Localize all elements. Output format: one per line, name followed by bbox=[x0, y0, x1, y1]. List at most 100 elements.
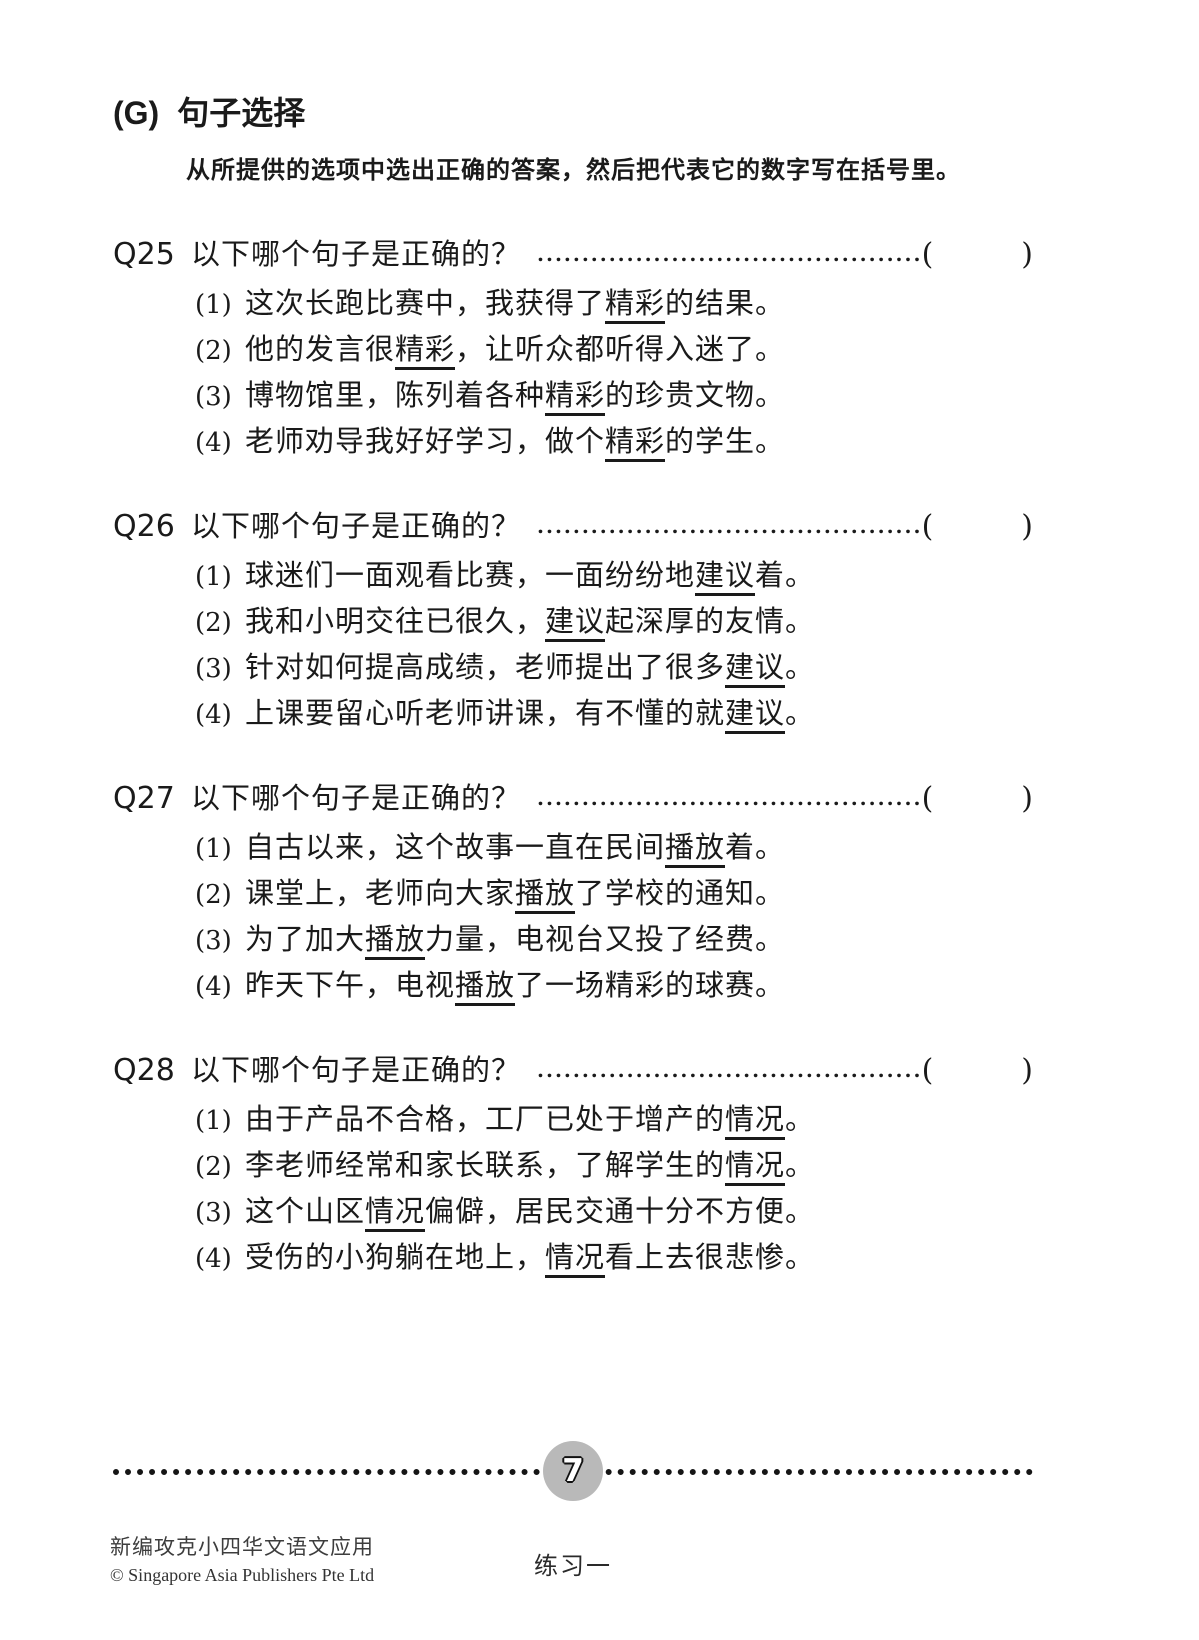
option-text: 我和小明交往已很久，建议起深厚的友情。 bbox=[245, 599, 815, 643]
option-text: 这个山区情况偏僻，居民交通十分不方便。 bbox=[245, 1189, 815, 1233]
options-list: (1) 自古以来，这个故事一直在民间播放着。 (2) 课堂上，老师向大家播放了学… bbox=[113, 825, 1039, 1009]
section-title: 句子选择 bbox=[177, 95, 306, 131]
option-row: (3) 针对如何提高成绩，老师提出了很多建议。 bbox=[195, 645, 1039, 691]
option-number: (4) bbox=[195, 1244, 232, 1274]
option-number: (2) bbox=[195, 608, 232, 638]
options-list: (1) 球迷们一面观看比赛，一面纷纷地建议着。 (2) 我和小明交往已很久，建议… bbox=[113, 553, 1039, 737]
option-pre: 为了加大 bbox=[245, 922, 366, 956]
option-text: 针对如何提高成绩，老师提出了很多建议。 bbox=[245, 645, 815, 689]
option-row: (3) 博物馆里，陈列着各种精彩的珍贵文物。 bbox=[195, 373, 1039, 419]
option-row: (1) 这次长跑比赛中，我获得了精彩的结果。 bbox=[195, 281, 1039, 327]
dotted-leader: ........................................… bbox=[537, 242, 922, 266]
option-number: (1) bbox=[195, 834, 232, 864]
option-post: ，让听众都听得入迷了。 bbox=[455, 332, 786, 366]
option-underlined-word: 播放 bbox=[455, 968, 516, 1006]
answer-paren-open: ( bbox=[921, 1053, 934, 1088]
option-post: 偏僻，居民交通十分不方便。 bbox=[425, 1194, 816, 1228]
option-row: (3) 这个山区情况偏僻，居民交通十分不方便。 bbox=[195, 1189, 1039, 1235]
option-pre: 受伤的小狗躺在地上， bbox=[245, 1240, 546, 1274]
option-row: (4) 受伤的小狗躺在地上，情况看上去很悲惨。 bbox=[195, 1235, 1039, 1281]
option-text: 受伤的小狗躺在地上，情况看上去很悲惨。 bbox=[245, 1235, 815, 1279]
option-number: (2) bbox=[195, 336, 232, 366]
option-pre: 老师劝导我好好学习，做个 bbox=[245, 424, 606, 458]
question-block: Q26 以下哪个句子是正确的？ ........................… bbox=[113, 503, 1039, 737]
credits: 新编攻克小四华文语文应用 © Singapore Asia Publishers… bbox=[110, 1532, 374, 1589]
option-text: 由于产品不合格，工厂已处于增产的情况。 bbox=[245, 1097, 815, 1141]
option-post: 起深厚的友情。 bbox=[605, 604, 816, 638]
option-post: 了学校的通知。 bbox=[575, 876, 786, 910]
option-pre: 自古以来，这个故事一直在民间 bbox=[245, 830, 666, 864]
answer-paren-open: ( bbox=[921, 781, 934, 816]
option-pre: 课堂上，老师向大家 bbox=[245, 876, 516, 910]
option-pre: 李老师经常和家长联系，了解学生的 bbox=[245, 1148, 726, 1182]
option-pre: 针对如何提高成绩，老师提出了很多 bbox=[245, 650, 726, 684]
option-underlined-word: 播放 bbox=[515, 876, 576, 914]
question-row: Q28 以下哪个句子是正确的？ ........................… bbox=[113, 1047, 1033, 1089]
option-text: 这次长跑比赛中，我获得了精彩的结果。 bbox=[245, 281, 785, 325]
option-text: 他的发言很精彩，让听众都听得入迷了。 bbox=[245, 327, 785, 371]
answer-paren-open: ( bbox=[921, 237, 934, 272]
option-text: 自古以来，这个故事一直在民间播放着。 bbox=[245, 825, 785, 869]
option-pre: 这个山区 bbox=[245, 1194, 366, 1228]
option-row: (1) 由于产品不合格，工厂已处于增产的情况。 bbox=[195, 1097, 1039, 1143]
option-pre: 他的发言很 bbox=[245, 332, 396, 366]
option-post: 了一场精彩的球赛。 bbox=[515, 968, 786, 1002]
option-row: (2) 他的发言很精彩，让听众都听得入迷了。 bbox=[195, 327, 1039, 373]
page-number-badge: 7 bbox=[543, 1441, 603, 1501]
option-underlined-word: 建议 bbox=[725, 650, 786, 688]
options-list: (1) 这次长跑比赛中，我获得了精彩的结果。 (2) 他的发言很精彩，让听众都听… bbox=[113, 281, 1039, 465]
answer-paren-close: ) bbox=[1021, 1053, 1033, 1088]
option-pre: 我和小明交往已很久， bbox=[245, 604, 546, 638]
option-number: (4) bbox=[195, 972, 232, 1002]
option-text: 为了加大播放力量，电视台又投了经费。 bbox=[245, 917, 785, 961]
option-text: 球迷们一面观看比赛，一面纷纷地建议着。 bbox=[245, 553, 815, 597]
option-row: (1) 自古以来，这个故事一直在民间播放着。 bbox=[195, 825, 1039, 871]
option-post: 看上去很悲惨。 bbox=[605, 1240, 816, 1274]
option-text: 博物馆里，陈列着各种精彩的珍贵文物。 bbox=[245, 373, 785, 417]
option-pre: 由于产品不合格，工厂已处于增产的 bbox=[245, 1102, 726, 1136]
option-underlined-word: 播放 bbox=[365, 922, 426, 960]
option-row: (3) 为了加大播放力量，电视台又投了经费。 bbox=[195, 917, 1039, 963]
question-prompt: 以下哪个句子是正确的？ bbox=[191, 237, 522, 271]
option-pre: 这次长跑比赛中，我获得了 bbox=[245, 286, 606, 320]
option-underlined-word: 精彩 bbox=[605, 286, 666, 324]
option-pre: 上课要留心听老师讲课，有不懂的就 bbox=[245, 696, 726, 730]
options-list: (1) 由于产品不合格，工厂已处于增产的情况。 (2) 李老师经常和家长联系，了… bbox=[113, 1097, 1039, 1281]
option-underlined-word: 精彩 bbox=[395, 332, 456, 370]
question-block: Q28 以下哪个句子是正确的？ ........................… bbox=[113, 1047, 1039, 1281]
option-number: (2) bbox=[195, 1152, 232, 1182]
questions: Q25 以下哪个句子是正确的？ ........................… bbox=[113, 231, 1039, 1281]
question-block: Q27 以下哪个句子是正确的？ ........................… bbox=[113, 775, 1039, 1009]
question-id: Q26 bbox=[113, 509, 175, 544]
option-number: (1) bbox=[195, 562, 232, 592]
option-underlined-word: 精彩 bbox=[545, 378, 606, 416]
option-post: 。 bbox=[785, 1102, 816, 1136]
option-number: (3) bbox=[195, 654, 232, 684]
answer-paren-open: ( bbox=[921, 509, 934, 544]
page-number: 7 bbox=[562, 1453, 584, 1489]
question-id: Q27 bbox=[113, 781, 175, 816]
option-post: 。 bbox=[785, 696, 816, 730]
option-number: (1) bbox=[195, 1106, 232, 1136]
dotted-leader: ........................................… bbox=[537, 514, 922, 538]
question-prompt: 以下哪个句子是正确的？ bbox=[191, 1053, 522, 1087]
option-post: 着。 bbox=[725, 830, 786, 864]
option-number: (1) bbox=[195, 290, 232, 320]
question-id: Q25 bbox=[113, 237, 175, 272]
question-row: Q25 以下哪个句子是正确的？ ........................… bbox=[113, 231, 1033, 273]
option-row: (4) 昨天下午，电视播放了一场精彩的球赛。 bbox=[195, 963, 1039, 1009]
question-row: Q27 以下哪个句子是正确的？ ........................… bbox=[113, 775, 1033, 817]
footer: 7 练习一 新编攻克小四华文语文应用 © Singapore Asia Publ… bbox=[110, 1440, 1033, 1610]
section-label: (G) bbox=[113, 95, 160, 131]
option-text: 课堂上，老师向大家播放了学校的通知。 bbox=[245, 871, 785, 915]
option-text: 昨天下午，电视播放了一场精彩的球赛。 bbox=[245, 963, 785, 1007]
option-underlined-word: 情况 bbox=[545, 1240, 606, 1278]
option-row: (4) 老师劝导我好好学习，做个精彩的学生。 bbox=[195, 419, 1039, 465]
option-underlined-word: 情况 bbox=[725, 1148, 786, 1186]
option-row: (2) 李老师经常和家长联系，了解学生的情况。 bbox=[195, 1143, 1039, 1189]
option-number: (4) bbox=[195, 428, 232, 458]
dotted-leader: ........................................… bbox=[537, 1058, 922, 1082]
option-underlined-word: 精彩 bbox=[605, 424, 666, 462]
option-underlined-word: 播放 bbox=[665, 830, 726, 868]
question-id: Q28 bbox=[113, 1053, 175, 1088]
